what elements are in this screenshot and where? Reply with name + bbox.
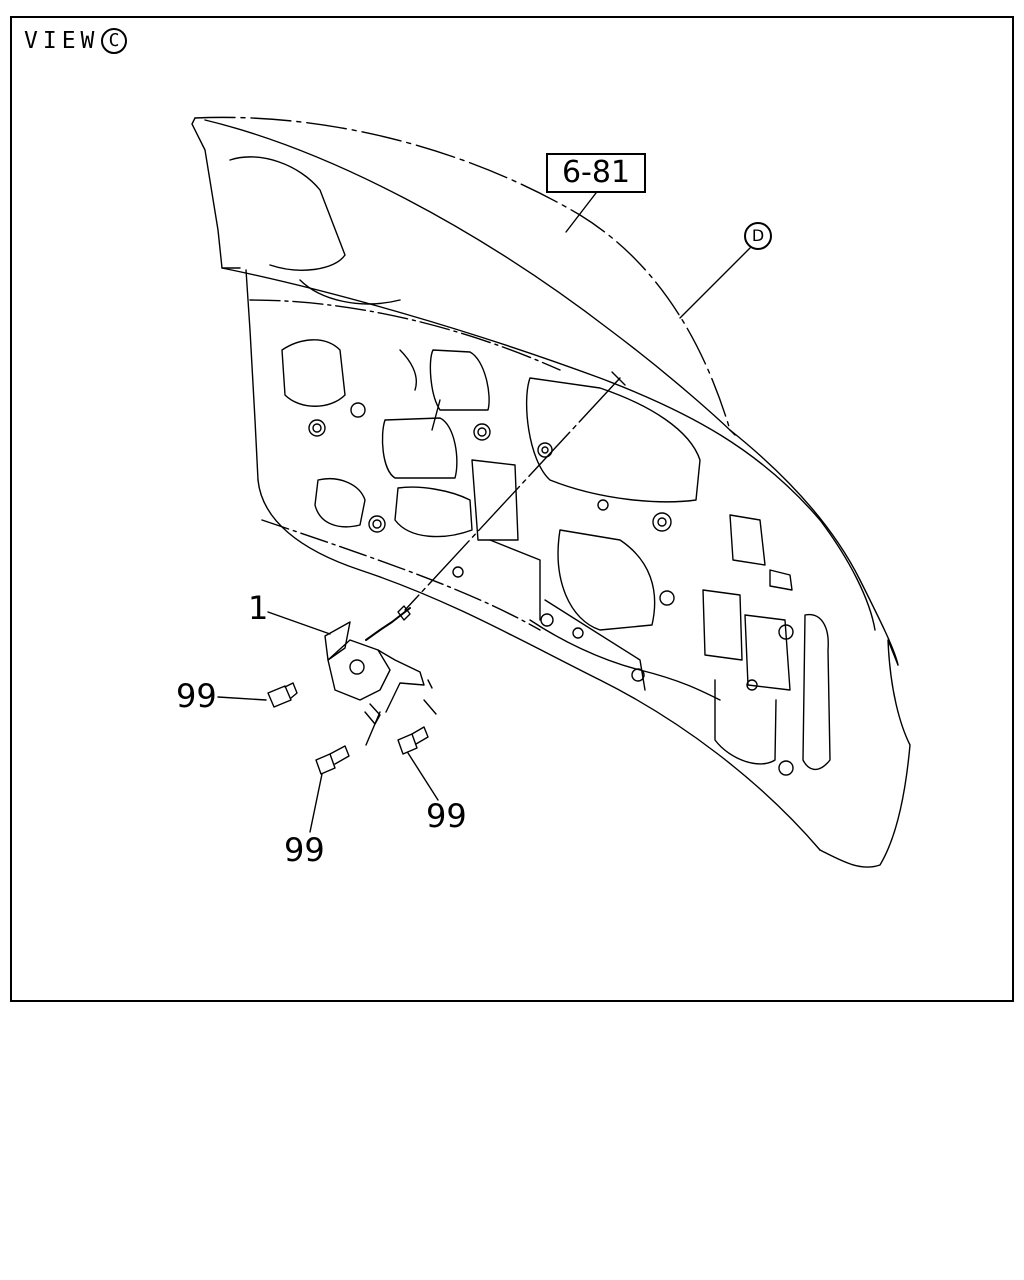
leader-latch-right bbox=[423, 699, 437, 715]
tailgate-panel bbox=[191, 116, 911, 868]
callout-part-1: 1 bbox=[248, 589, 269, 627]
view-label: VIEW bbox=[24, 28, 100, 54]
reference-box: 6-81 bbox=[546, 153, 646, 193]
leader-bolt-a bbox=[217, 696, 267, 701]
release-cable bbox=[404, 377, 621, 611]
leader-part-1 bbox=[267, 611, 331, 635]
callout-bolt-c: 99 bbox=[426, 797, 467, 835]
diagram-frame bbox=[10, 16, 1014, 1002]
bolt-icon bbox=[397, 726, 429, 755]
bolt-icon bbox=[267, 682, 298, 708]
leader-bolt-b bbox=[309, 773, 323, 833]
leader-latch-lower bbox=[365, 711, 381, 746]
leader-bolt-c bbox=[407, 752, 439, 801]
reference-circle-d: D bbox=[744, 222, 772, 250]
leader-d bbox=[679, 247, 751, 319]
callout-bolt-b: 99 bbox=[284, 831, 325, 869]
callout-bolt-a: 99 bbox=[176, 677, 217, 715]
bolt-icon bbox=[315, 745, 350, 775]
view-letter-circle: C bbox=[101, 28, 127, 54]
latch-assembly bbox=[324, 605, 433, 725]
leader-6-81 bbox=[565, 192, 597, 233]
